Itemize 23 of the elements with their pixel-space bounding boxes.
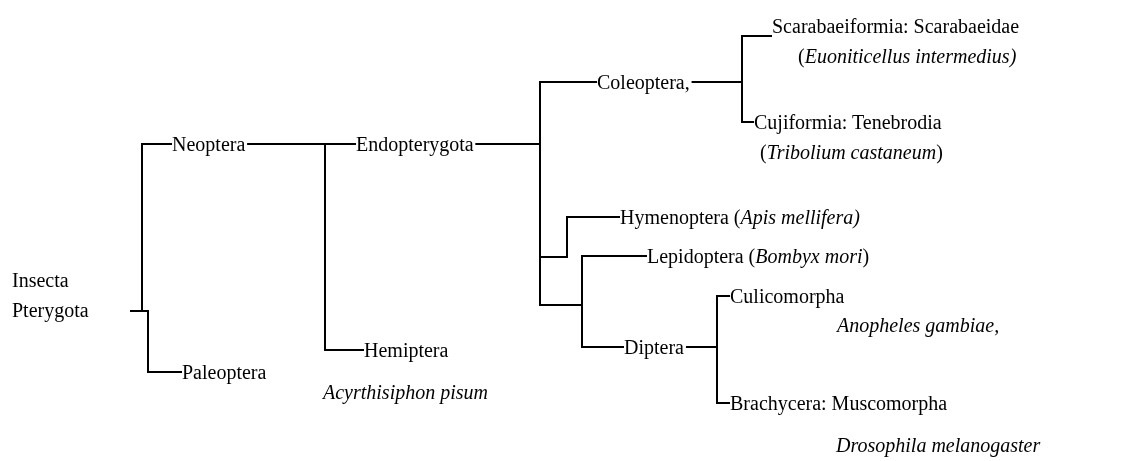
taxon-label: (Euoniticellus intermedius) (798, 44, 1017, 70)
taxon-label: Hemiptera (364, 338, 449, 364)
taxon-label: Brachycera: Muscomorpha (730, 391, 948, 417)
taxon-label: Coleoptera, (597, 70, 690, 96)
tree-branch (246, 143, 365, 351)
tree-branch (474, 143, 625, 348)
taxon-label: Diptera (624, 335, 684, 361)
species-name: Anopheles gambiae, (837, 313, 1000, 339)
taxon-label: Hymenoptera (Apis mellifera) (620, 205, 860, 231)
taxon-label: Cujiformia: Tenebrodia (754, 110, 942, 136)
tree-branch (129, 310, 183, 373)
taxon-label: Paleoptera (182, 360, 267, 386)
taxon-label: Insecta Pterygota (12, 268, 90, 324)
tree-branch (690, 81, 755, 123)
species-name: Drosophila melanogaster (836, 433, 1041, 459)
taxon-label: (Tribolium castaneum) (760, 140, 943, 166)
species-name: Acyrthisiphon pisum (323, 380, 488, 406)
taxon-label: Endopterygota (356, 132, 474, 158)
tree-branch (685, 346, 731, 404)
taxon-label: Lepidoptera (Bombyx mori) (647, 244, 870, 270)
taxon-label: Culicomorpha (730, 284, 845, 310)
taxon-label: Neoptera (172, 132, 246, 158)
taxon-label: Scarabaeiformia: Scarabaeidae (772, 14, 1020, 39)
